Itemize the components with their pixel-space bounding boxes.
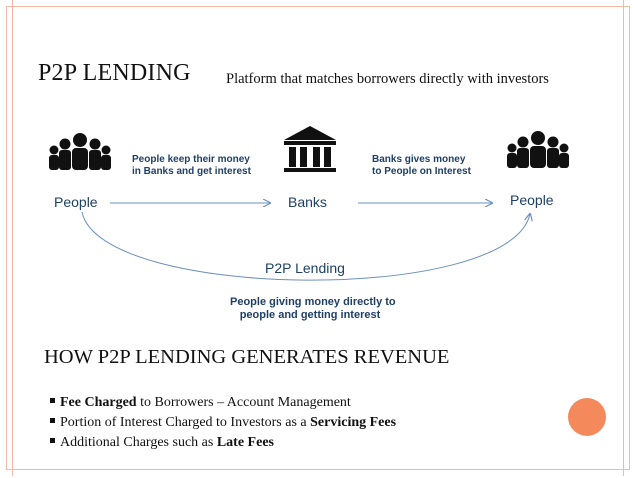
revenue-item-bold: Fee Charged (60, 395, 137, 410)
p2p-description-line2: people and getting interest (239, 309, 381, 321)
revenue-item-text: Additional Charges such as (60, 435, 217, 450)
p2p-description-line1: People giving money directly to (230, 296, 396, 308)
decorative-orange-circle (568, 398, 606, 436)
revenue-heading: HOW P2P LENDING GENERATES REVENUE (44, 346, 450, 368)
slide-title: P2P LENDING (38, 60, 191, 86)
curved-arrow-p2p (81, 211, 530, 281)
bullet-square-icon (50, 418, 55, 424)
list-item: Portion of Interest Charged to Investors… (50, 413, 396, 433)
node-people-right: People (510, 192, 554, 208)
list-item: Additional Charges such as Late Fees (50, 433, 396, 453)
people-group-icon (507, 131, 569, 168)
arrow2-label-line2: to People on Interest (372, 166, 471, 177)
revenue-list: Fee Charged to Borrowers – Account Manag… (50, 393, 396, 453)
p2p-description: People giving money directly to people a… (230, 296, 396, 322)
list-item: Fee Charged to Borrowers – Account Manag… (50, 393, 396, 413)
slide-frame-inner (12, 0, 624, 476)
revenue-item-bold: Late Fees (216, 435, 274, 450)
arrow1-label-line1: People keep their money (132, 154, 250, 165)
slide-subtitle: Platform that matches borrowers directly… (226, 71, 549, 87)
revenue-item-text: Portion of Interest Charged to Investors… (60, 415, 311, 430)
p2p-diagram: People Banks People People keep their mo… (30, 110, 600, 335)
revenue-item-bold: Servicing Fees (310, 415, 397, 430)
node-banks: Banks (288, 194, 327, 210)
revenue-item-text: to Borrowers – Account Management (136, 395, 351, 410)
node-people-left: People (54, 194, 98, 210)
arrow1-label-line2: in Banks and get interest (132, 166, 251, 177)
arrow1-label: People keep their money in Banks and get… (132, 154, 251, 178)
bullet-square-icon (50, 398, 55, 404)
bullet-square-icon (50, 438, 55, 444)
diagram-graphics (49, 126, 569, 281)
arrow2-label-line1: Banks gives money (372, 154, 466, 165)
arrow2-label: Banks gives money to People on Interest (372, 154, 471, 178)
people-group-icon (49, 133, 111, 170)
slide-frame-outer (6, 6, 630, 470)
bank-icon (284, 126, 336, 172)
p2p-lending-label: P2P Lending (265, 260, 345, 276)
